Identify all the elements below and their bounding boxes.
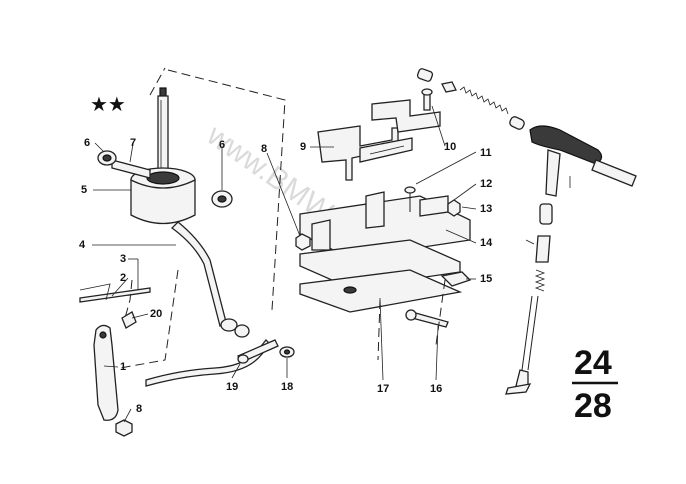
retaining-clip [440, 271, 472, 287]
cable-nipple [441, 81, 457, 93]
mounting-bolt [411, 311, 449, 328]
callout-10: 10 [444, 141, 456, 153]
lever-rod-cap [159, 87, 167, 97]
shift-arm [171, 221, 227, 328]
t-handle-knob [591, 159, 637, 187]
bracket-nut [115, 419, 133, 437]
callout-1: 1 [120, 361, 126, 373]
t-handle-grip [529, 125, 603, 165]
cable-end-cap [416, 68, 434, 82]
callout-11: 11 [480, 147, 492, 159]
callout-3: 3 [120, 253, 126, 265]
t-handle-stem [545, 149, 561, 197]
cable-sleeve [539, 203, 553, 225]
frame-leg-left [311, 219, 331, 251]
shift-lever-assembly [79, 67, 295, 437]
pivot-bolt [111, 159, 151, 179]
joint-bushing [234, 324, 250, 338]
frame-locknut [447, 199, 461, 217]
callout-17: 17 [377, 383, 389, 395]
callout-labels: 1 2 3 4 5 6 6 7 8 8 9 10 11 12 13 14 15 … [79, 137, 493, 415]
selector-rod [145, 339, 271, 387]
spring-sleeve [509, 116, 525, 130]
callout-5: 5 [81, 184, 87, 196]
frame-screw [404, 186, 416, 194]
group-number-bottom: 28 [574, 387, 612, 425]
frame-nut [295, 233, 311, 251]
callout-8-bottom: 8 [136, 403, 142, 415]
selector-shaft [79, 287, 151, 303]
lever-housing [130, 178, 196, 225]
callout-16: 16 [430, 383, 442, 395]
stars-marking: ★★ [90, 92, 126, 116]
callout-20: 20 [150, 308, 162, 320]
callout-6-right: 6 [219, 139, 225, 151]
callout-2: 2 [120, 272, 126, 284]
rear-bracket [371, 99, 441, 133]
mounting-bracket-assembly [295, 88, 472, 361]
adjuster-spring [534, 269, 546, 292]
callout-6-left: 6 [84, 137, 90, 149]
callout-13: 13 [480, 203, 492, 215]
release-lever-assembly [416, 68, 637, 395]
callout-18: 18 [281, 381, 293, 393]
callout-9: 9 [300, 141, 306, 153]
shaft-clip [121, 311, 137, 329]
selector-bracket [93, 324, 119, 421]
leader-lines [92, 105, 477, 423]
cover-plate [299, 269, 463, 313]
housing-bore [146, 171, 180, 185]
callout-7: 7 [130, 137, 136, 149]
shift-lever-rod [157, 95, 169, 173]
callout-8-center: 8 [261, 143, 267, 155]
callout-15: 15 [480, 273, 492, 285]
cable-adjuster [535, 235, 551, 263]
return-spring [459, 86, 509, 115]
callout-19: 19 [226, 381, 238, 393]
group-number-top: 24 [574, 344, 612, 382]
callout-4: 4 [79, 239, 86, 251]
frame-leg-center [365, 191, 385, 229]
callout-14: 14 [480, 237, 493, 249]
group-number: 24 28 [572, 344, 618, 425]
callout-12: 12 [480, 178, 492, 190]
arm-ball-joint [220, 318, 238, 332]
frame-tab [419, 195, 449, 217]
